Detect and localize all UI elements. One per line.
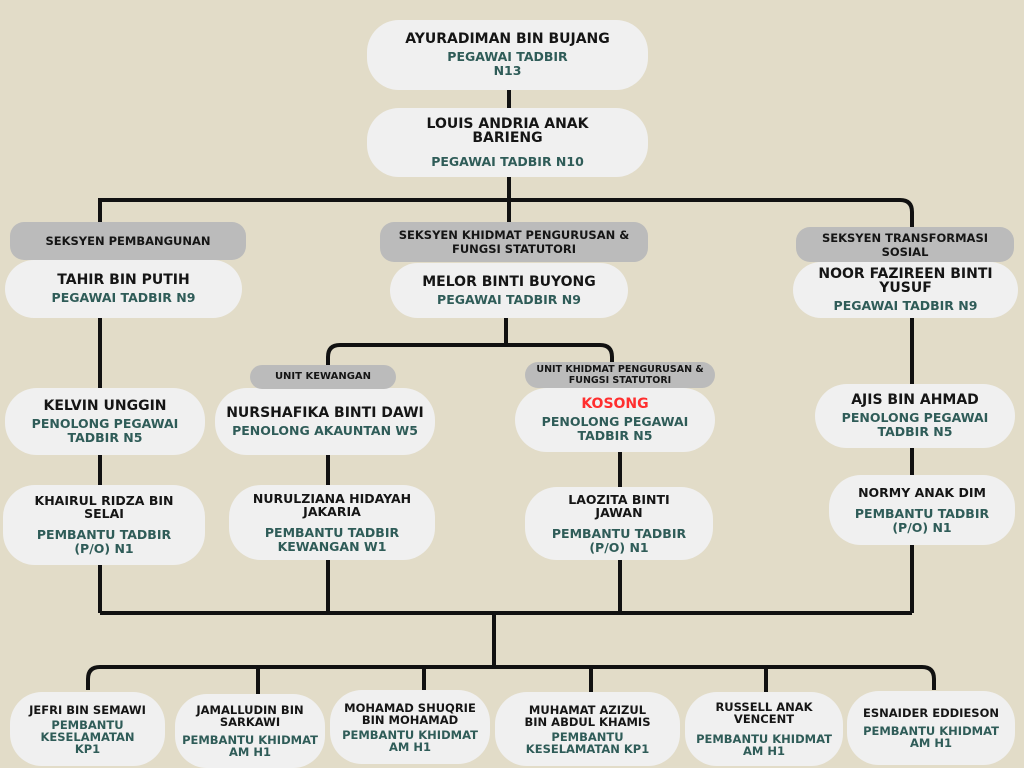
staff-card: KELVIN UNGGIN PENOLONG PEGAWAI TADBIR N5 (5, 388, 205, 455)
person-role: PEGAWAI TADBIR N9 (833, 298, 978, 313)
person-role: PENOLONG PEGAWAI TADBIR N5 (541, 414, 689, 443)
person-role: PEMBANTU TADBIR (P/O) N1 (854, 505, 990, 535)
person-name: MOHAMAD SHUQRIE BIN MOHAMAD (344, 700, 476, 727)
person-name: TAHIR BIN PUTIH (57, 272, 190, 288)
person-name: JEFRI BIN SEMAWI (29, 702, 146, 717)
person-name: AYURADIMAN BIN BUJANG (405, 31, 610, 47)
person-name: NURSHAFIKA BINTI DAWI (226, 404, 424, 421)
person-role: PEGAWAI TADBIR N10 (431, 153, 584, 169)
section-header-pembangunan: SEKSYEN PEMBANGUNAN (10, 222, 246, 260)
support-staff-card: RUSSELL ANAK VENCENT PEMBANTU KHIDMAT AM… (685, 692, 843, 766)
person-name: ESNAIDER EDDIESON (863, 706, 999, 720)
section-head-card: MELOR BINTI BUYONG PEGAWAI TADBIR N9 (390, 263, 628, 318)
person-role: PEMBANTU TADBIR (P/O) N1 (36, 527, 172, 556)
person-role: PEMBANTU KHIDMAT AM H1 (863, 724, 999, 750)
person-role: PEMBANTU KHIDMAT AM H1 (342, 727, 478, 754)
person-name: LAOZITA BINTI JAWAN (568, 491, 670, 520)
director-card: AYURADIMAN BIN BUJANG PEGAWAI TADBIR N13 (367, 20, 648, 90)
staff-card: NORMY ANAK DIM PEMBANTU TADBIR (P/O) N1 (829, 475, 1015, 545)
person-name: NOOR FAZIREEN BINTI YUSUF (818, 266, 993, 296)
person-role: PEMBANTU KESELAMATAN KP1 (40, 717, 135, 756)
section-head-card: TAHIR BIN PUTIH PEGAWAI TADBIR N9 (5, 260, 242, 318)
person-role: PEMBANTU KESELAMATAN KP1 (525, 729, 650, 756)
person-role: PEMBANTU TADBIR KEWANGAN W1 (264, 524, 400, 554)
person-name: KHAIRUL RIDZA BIN SELAI (34, 493, 174, 521)
person-name: LOUIS ANDRIA ANAK BARIENG (426, 115, 589, 146)
person-name: AJIS BIN AHMAD (851, 392, 979, 408)
person-role: PEGAWAI TADBIR N13 (447, 49, 568, 78)
staff-card: KHAIRUL RIDZA BIN SELAI PEMBANTU TADBIR … (3, 485, 205, 565)
person-name: KELVIN UNGGIN (43, 397, 167, 414)
unit-header-kewangan: UNIT KEWANGAN (250, 365, 396, 389)
person-name: RUSSELL ANAK VENCENT (715, 700, 813, 726)
section-head-card: NOOR FAZIREEN BINTI YUSUF PEGAWAI TADBIR… (793, 262, 1018, 318)
staff-card-vacant: KOSONG PENOLONG PEGAWAI TADBIR N5 (515, 388, 715, 452)
support-staff-card: MOHAMAD SHUQRIE BIN MOHAMAD PEMBANTU KHI… (330, 690, 490, 764)
support-staff-card: ESNAIDER EDDIESON PEMBANTU KHIDMAT AM H1 (847, 691, 1015, 765)
person-name: JAMALLUDIN BIN SARKAWI (196, 703, 304, 729)
person-role: PEMBANTU KHIDMAT AM H1 (696, 732, 832, 758)
section-header-khidmat: SEKSYEN KHIDMAT PENGURUSAN & FUNGSI STAT… (380, 222, 648, 262)
person-role: PEMBANTU TADBIR (P/O) N1 (551, 525, 687, 555)
staff-card: NURSHAFIKA BINTI DAWI PENOLONG AKAUNTAN … (215, 388, 435, 455)
person-name: MUHAMAT AZIZUL BIN ABDUL KHAMIS (524, 702, 651, 729)
staff-card: LAOZITA BINTI JAWAN PEMBANTU TADBIR (P/O… (525, 487, 713, 560)
person-role: PEGAWAI TADBIR N9 (437, 291, 581, 307)
section-header-transformasi: SEKSYEN TRANSFORMASI SOSIAL (796, 227, 1014, 262)
person-role: PENOLONG PEGAWAI TADBIR N5 (841, 410, 989, 439)
staff-card: AJIS BIN AHMAD PENOLONG PEGAWAI TADBIR N… (815, 384, 1015, 448)
person-role: PEMBANTU KHIDMAT AM H1 (182, 733, 318, 759)
person-name: NORMY ANAK DIM (858, 484, 986, 500)
support-staff-card: JEFRI BIN SEMAWI PEMBANTU KESELAMATAN KP… (10, 692, 165, 766)
staff-card: NURULZIANA HIDAYAH JAKARIA PEMBANTU TADB… (229, 485, 435, 560)
support-staff-card: JAMALLUDIN BIN SARKAWI PEMBANTU KHIDMAT … (175, 694, 325, 768)
deputy-card: LOUIS ANDRIA ANAK BARIENG PEGAWAI TADBIR… (367, 108, 648, 177)
person-role: PENOLONG PEGAWAI TADBIR N5 (31, 415, 179, 445)
person-role: PENOLONG AKAUNTAN W5 (232, 422, 418, 438)
unit-header-khidmat: UNIT KHIDMAT PENGURUSAN & FUNGSI STATUTO… (525, 362, 715, 388)
vacant-label: KOSONG (581, 396, 649, 412)
support-staff-card: MUHAMAT AZIZUL BIN ABDUL KHAMIS PEMBANTU… (495, 692, 680, 766)
person-name: NURULZIANA HIDAYAH JAKARIA (252, 490, 412, 519)
person-role: PEGAWAI TADBIR N9 (51, 290, 196, 305)
person-name: MELOR BINTI BUYONG (422, 273, 596, 290)
